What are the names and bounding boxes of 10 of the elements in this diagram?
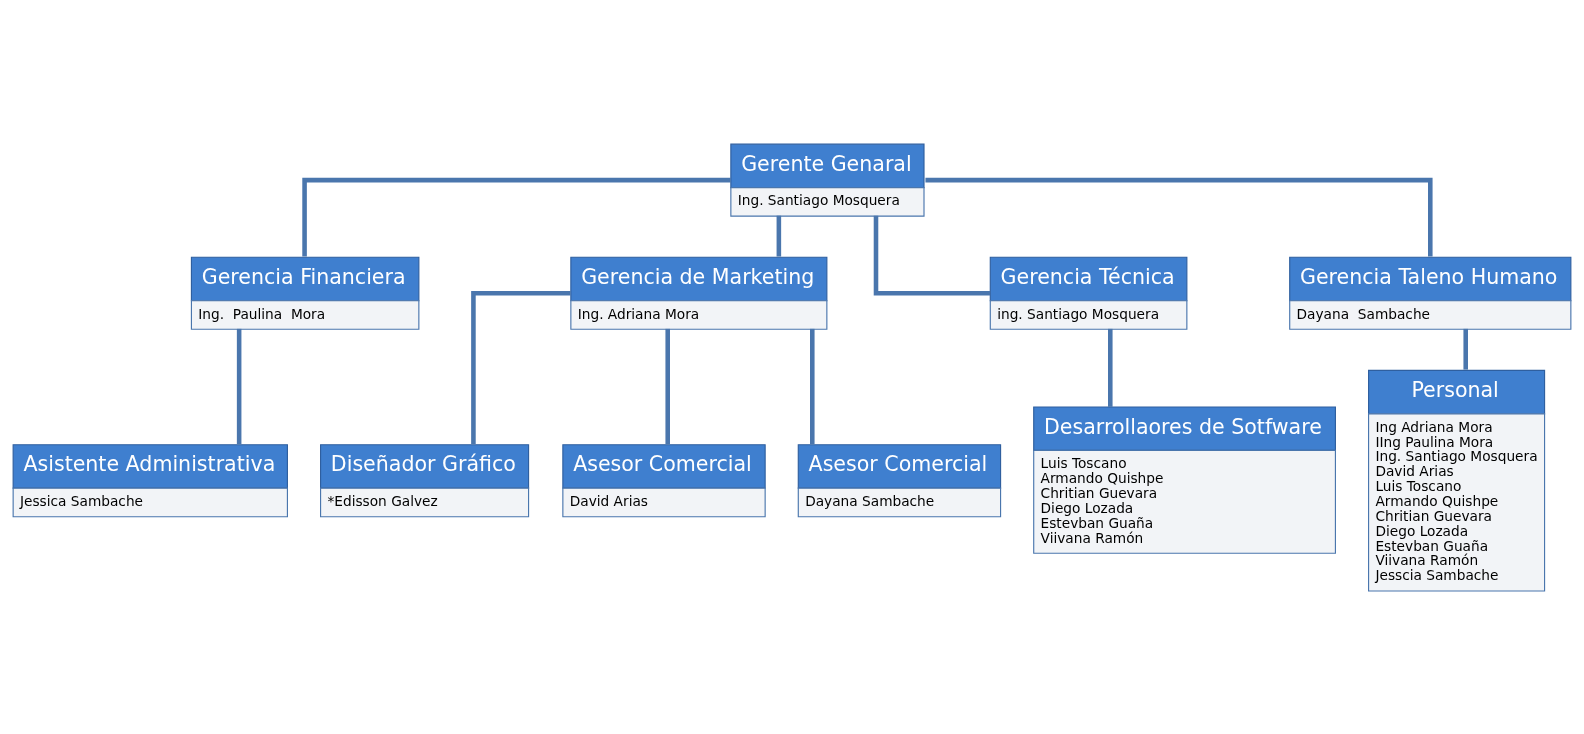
connector [776,215,782,257]
connector [236,328,242,445]
connector [471,291,571,445]
connector [810,328,815,445]
connector [925,177,1433,257]
connector [1108,328,1113,407]
connector [1463,328,1468,370]
connector [302,177,731,257]
connector [665,328,670,445]
connector [873,215,991,296]
